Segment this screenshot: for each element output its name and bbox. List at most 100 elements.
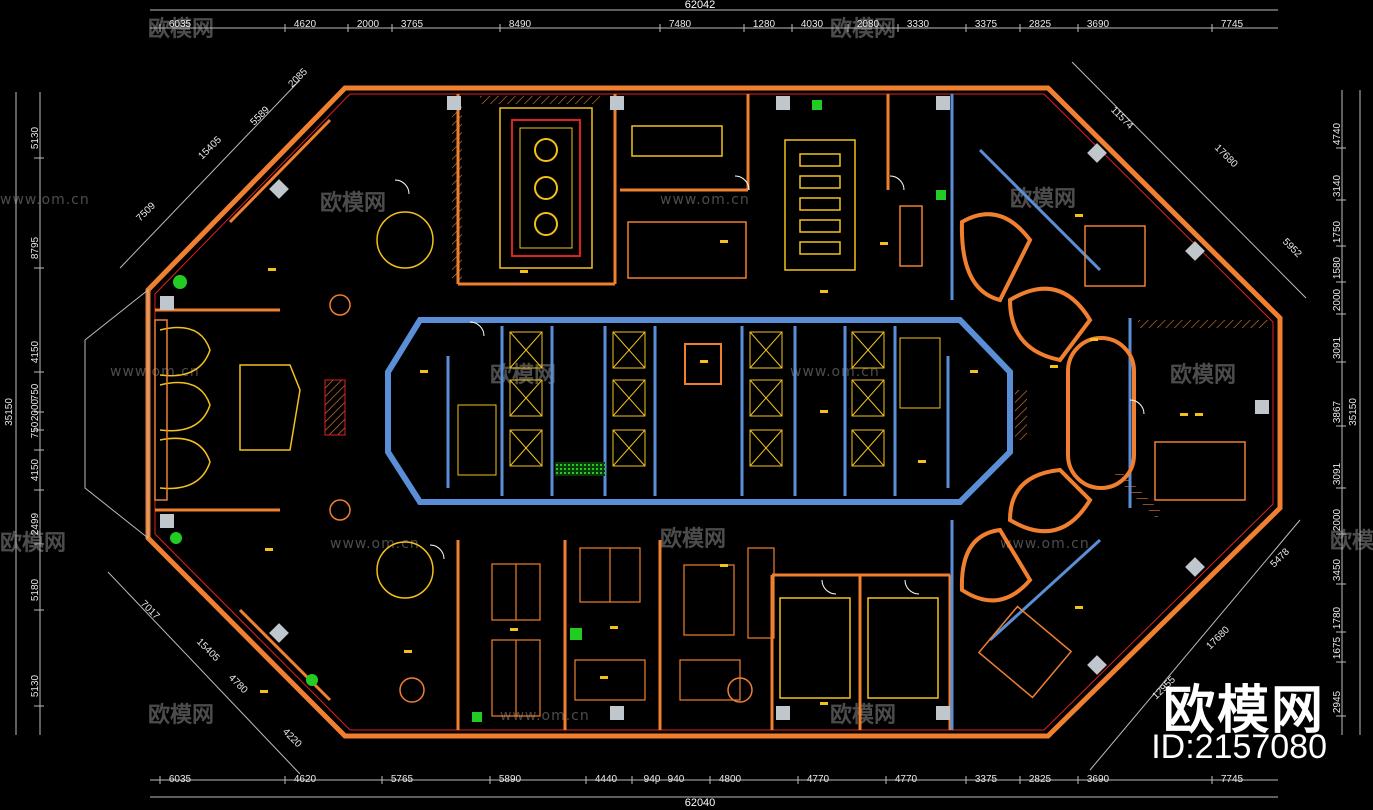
dimension-label-left: 5180	[30, 578, 41, 601]
dimension-label-left: 8795	[30, 236, 41, 259]
dimension-label-right: 2000	[1332, 508, 1343, 531]
room-label-mark	[970, 370, 978, 373]
dimension-label-bottom: 7745	[1221, 774, 1244, 785]
dimension-label-bottom: 4440	[595, 774, 618, 785]
room-partitions	[155, 94, 952, 730]
dimension-label-top: 4030	[801, 19, 824, 30]
model-id: ID:2157080	[1151, 728, 1327, 766]
watermark-text: 欧模网	[830, 16, 896, 42]
room-label-mark	[700, 360, 708, 363]
dimension-label-bottom: 3690	[1087, 774, 1110, 785]
room-label-mark	[520, 270, 528, 273]
dimension-label-top: 3690	[1087, 19, 1110, 30]
room-label-mark	[820, 702, 828, 705]
room-label-mark	[720, 564, 728, 567]
room-label-mark	[1050, 365, 1058, 368]
elevator-shafts	[457, 331, 941, 476]
watermark-url: www.om.cn	[500, 708, 590, 724]
dimension-label-bottom: 4800	[719, 774, 742, 785]
dimension-lines	[15, 9, 1361, 798]
dimension-label-left: 4150	[30, 340, 41, 363]
dimension-label-diagonal: 4220	[280, 726, 304, 750]
room-label-mark	[268, 268, 276, 271]
dimension-label-left: 4150	[30, 458, 41, 481]
dimension-label-top: 2000	[357, 19, 380, 30]
dimension-label-right: 3450	[1332, 558, 1343, 581]
dimension-total-top: 62042	[685, 0, 716, 11]
dimension-label-top: 7745	[1221, 19, 1244, 30]
watermark-text: 欧模网	[148, 16, 214, 42]
room-label-mark	[1180, 413, 1188, 416]
dimension-label-left: 5130	[30, 126, 41, 149]
central-core	[385, 317, 1013, 505]
curved-meeting-rooms	[959, 212, 1136, 603]
dimension-label-right: 1780	[1332, 606, 1343, 629]
dimension-label-right: 1750	[1332, 220, 1343, 243]
room-label-marks	[260, 214, 1203, 705]
dimension-label-top: 3375	[975, 19, 998, 30]
room-label-mark	[600, 676, 608, 679]
conference-furniture	[627, 125, 1246, 699]
room-label-mark	[420, 370, 428, 373]
dimension-label-diagonal: 15405	[197, 134, 225, 162]
dimension-label-bottom: 2825	[1029, 774, 1052, 785]
watermark-text: 欧模网	[490, 362, 556, 388]
dimension-label-right: 1580	[1332, 256, 1343, 279]
plants	[170, 100, 946, 722]
dimension-label-bottom: 940	[644, 774, 661, 785]
dimension-label-left: 5130	[30, 674, 41, 697]
structural-columns	[160, 96, 1269, 720]
left-meeting-room	[154, 319, 301, 501]
dimension-label-top: 8490	[509, 19, 532, 30]
dimension-label-top: 2080	[857, 19, 880, 30]
dimension-label-bottom: 6035	[169, 774, 192, 785]
dimension-label-left: 2000	[30, 398, 41, 421]
workstations	[491, 547, 775, 717]
dimension-label-diagonal: 2085	[286, 66, 310, 90]
room-label-mark	[820, 410, 828, 413]
watermark-text: 欧模网	[1170, 362, 1236, 388]
dimension-label-bottom: 5890	[499, 774, 522, 785]
dimension-label-right: 2945	[1332, 690, 1343, 713]
dimension-label-diagonal: 15405	[194, 637, 222, 665]
dimension-label-bottom: 940	[668, 774, 685, 785]
dimension-labels-right: 4740314017501580200030913867309120003450…	[1332, 122, 1346, 717]
watermark-text: 欧模网	[660, 526, 726, 552]
watermark-url: www.om.cn	[1000, 536, 1090, 552]
dimension-label-left: 750	[30, 383, 41, 400]
dimension-label-left: 2499	[30, 512, 41, 535]
dimension-label-diagonal: 5589	[248, 104, 272, 128]
watermark-url: www.om.cn	[330, 536, 420, 552]
dimension-label-right: 2000	[1332, 288, 1343, 311]
dimension-label-right: 3091	[1332, 336, 1343, 359]
lounge-seating	[329, 211, 753, 703]
dimension-label-top: 7480	[669, 19, 692, 30]
dimension-label-diagonal: 5952	[1280, 236, 1304, 260]
dimension-label-right: 3867	[1332, 400, 1343, 423]
dimension-label-diagonal: 17680	[1212, 143, 1240, 171]
dimension-label-right: 3140	[1332, 174, 1343, 197]
dimension-label-diagonal: 7017	[138, 598, 162, 622]
watermark-text: 欧模网	[0, 530, 66, 556]
dimension-label-right: 4740	[1332, 122, 1343, 145]
room-label-mark	[720, 240, 728, 243]
dimension-label-diagonal: 4780	[226, 672, 250, 696]
room-label-mark	[820, 290, 828, 293]
dimension-label-diagonal: 11574	[1108, 105, 1135, 132]
watermark-text: 欧模网	[320, 190, 386, 216]
dimension-label-bottom: 4770	[807, 774, 830, 785]
dimension-label-top: 3330	[907, 19, 930, 30]
planter	[555, 462, 605, 476]
room-label-mark	[918, 460, 926, 463]
door-swings	[394, 175, 1145, 595]
room-label-mark	[265, 548, 273, 551]
dimension-label-left: 750	[30, 421, 41, 438]
hatched-walls	[324, 96, 1268, 519]
dimension-label-top: 1280	[753, 19, 776, 30]
watermark-text: 欧模网	[148, 702, 214, 728]
room-label-mark	[1090, 338, 1098, 341]
dimension-label-top: 2825	[1029, 19, 1052, 30]
room-label-mark	[1195, 413, 1203, 416]
